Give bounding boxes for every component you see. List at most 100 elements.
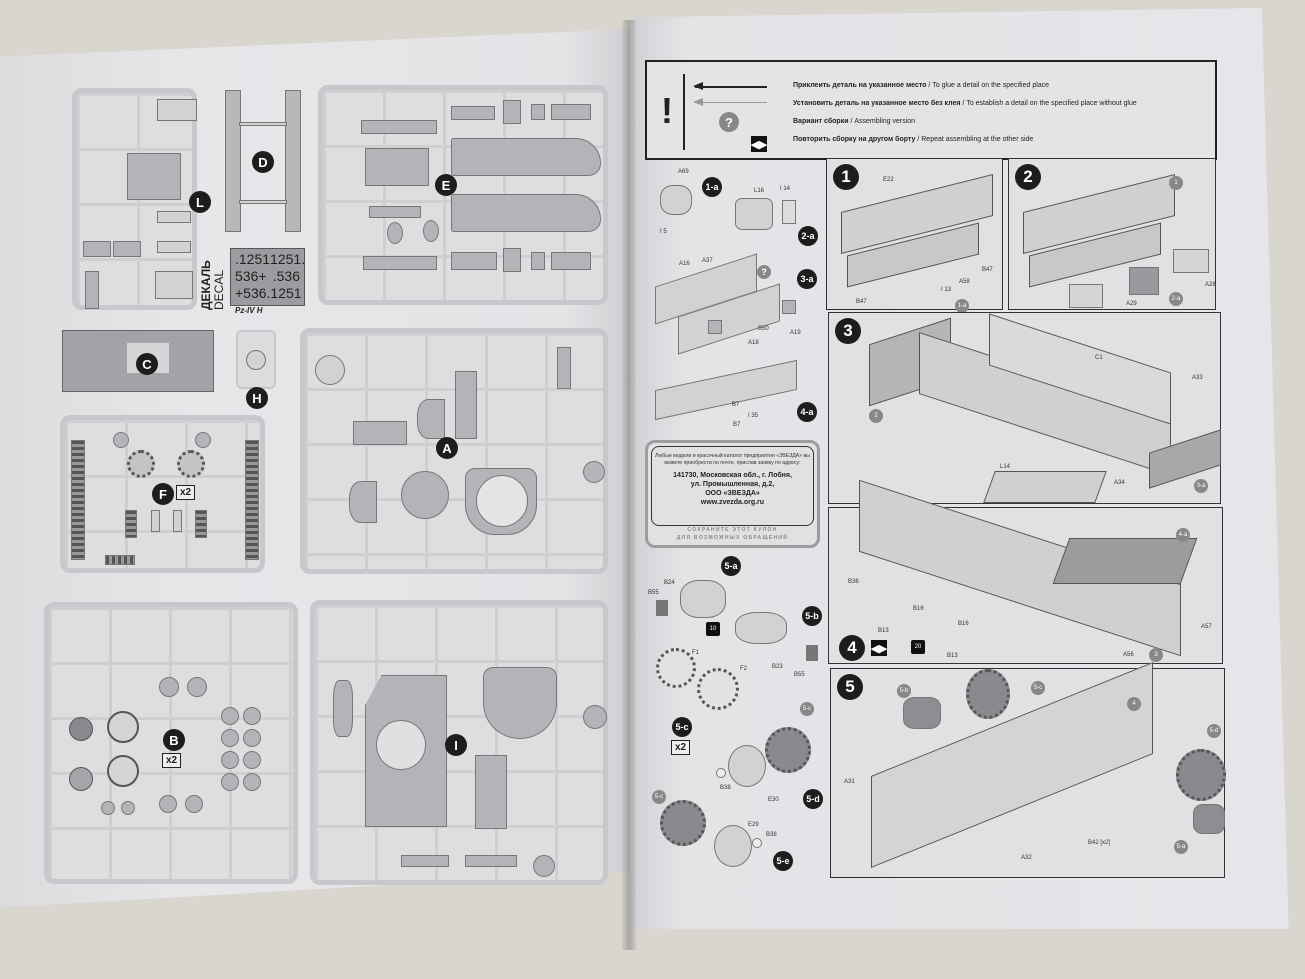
part-label: A28 <box>1205 282 1216 288</box>
part-2a-assembly <box>1129 267 1159 295</box>
ref-badge: 2 <box>869 409 883 423</box>
legend-item-variant: Вариант сборки / Assembling version <box>793 118 915 125</box>
ref-badge: 5-b <box>897 684 911 698</box>
step-number: 3 <box>835 318 861 344</box>
decal-number: .1251 <box>266 285 302 301</box>
part-drawing <box>680 580 726 618</box>
part-label: L16 <box>754 188 765 194</box>
part-drawing <box>806 645 818 661</box>
step-5-panel: 5 5-b 5-c 4 5-d 5-a A31 B42 [x2] A32 <box>830 662 1226 878</box>
part-label: A19 <box>790 330 801 336</box>
part-F5 <box>173 510 182 532</box>
part-label: B38 <box>766 832 777 838</box>
part-B26 <box>243 707 261 725</box>
part-label: B50 <box>758 326 769 332</box>
decal-title-en: DECAL <box>212 269 226 310</box>
legend-ru: Повторить сборку на другом борту <box>793 136 916 143</box>
decal-number: 536+ <box>235 268 267 284</box>
part-drawing <box>735 198 773 230</box>
part-label: B38 <box>720 785 731 791</box>
part-label: A33 <box>1192 375 1203 381</box>
paint-ref-badge: 10 <box>706 622 720 636</box>
part-label: B16 <box>958 621 969 627</box>
sprue-D <box>225 90 301 232</box>
part-label: E30 <box>768 797 779 803</box>
decal-product-name: Pz-IV H <box>235 306 263 315</box>
sprue-letter-C: C <box>136 353 158 375</box>
substep-badge: 5-e <box>773 851 793 871</box>
part-L21 <box>83 241 111 257</box>
part-label: B55 <box>648 590 659 596</box>
part-L19 <box>157 241 191 253</box>
part-L14 <box>127 153 181 200</box>
step-3-panel: 3 C1 A33 L14 A34 2 3-a <box>828 312 1221 504</box>
part-A45 <box>349 481 377 523</box>
coupon-note: СОХРАНИТЕ ЭТОТ КУПОН ДЛЯ ВОЗМОЖНЫХ ОБРАЩ… <box>648 526 817 542</box>
part-L22 <box>85 271 99 309</box>
part-E29 <box>387 222 403 244</box>
sprue-F <box>60 415 265 573</box>
part-A53 <box>465 468 537 535</box>
part-B26 <box>221 707 239 725</box>
decal-number: .536 <box>272 268 300 284</box>
part-A29 <box>1069 284 1103 308</box>
part-L18 <box>157 211 191 223</box>
mirror-icon: ◀▶ <box>871 640 887 656</box>
part-E16 <box>551 104 591 120</box>
part-label: E29 <box>748 822 759 828</box>
part-I22 <box>583 705 607 729</box>
part-F12 <box>195 432 211 448</box>
substep-badge: 5-d <box>803 789 823 809</box>
step-number: 5 <box>837 674 863 700</box>
sprue-L <box>72 88 197 310</box>
substep-badge: 5-a <box>721 556 741 576</box>
warning-exclamation-icon: ! <box>661 90 673 131</box>
part-B8 <box>243 751 261 769</box>
part-label: A69 <box>678 169 689 175</box>
part-I30 <box>401 855 449 867</box>
sprue-letter-A: A <box>436 437 458 459</box>
part-E49 <box>531 252 545 270</box>
part-F2 <box>177 450 205 478</box>
part-label: E22 <box>883 177 894 183</box>
part-I27 <box>365 675 447 827</box>
substep-badge: 5-b <box>802 606 822 626</box>
part-I35 <box>475 755 507 829</box>
decal-title-ru: ДЕКАЛЬ <box>199 260 213 310</box>
part-label: B7 <box>733 422 741 428</box>
part-F7 <box>125 510 137 538</box>
multiplier-badge: x2 <box>671 740 691 755</box>
sprue-letter-D: D <box>252 151 274 173</box>
part-E39 <box>363 256 437 270</box>
part-L27 <box>155 271 193 299</box>
sprue-letter-E: E <box>435 174 457 196</box>
part-E50 <box>551 252 591 270</box>
step-4-panel: B36 B16 B13 B16 B13 A56 A57 4-a 3 20 4 ◀… <box>828 479 1223 664</box>
separator: / <box>926 82 933 89</box>
ref-badge: 5-c <box>1031 681 1045 695</box>
part-label: A34 <box>1114 480 1125 486</box>
part-label: L14 <box>1000 464 1011 470</box>
part-label: I 13 <box>941 287 952 293</box>
part-B8 <box>243 773 261 791</box>
part-drawing <box>708 320 722 334</box>
legend-ru: Вариант сборки <box>793 118 849 125</box>
hollow-arrow-icon <box>693 98 767 106</box>
ref-badge: 3-a <box>1194 479 1208 493</box>
part-label: I 5 <box>660 229 667 235</box>
part-label: B36 <box>848 579 859 585</box>
ref-badge: 5-c <box>800 702 814 716</box>
sprocket-assembly <box>660 800 706 846</box>
part-label: B7 <box>732 402 740 408</box>
part-A62 <box>583 461 605 483</box>
part-E48 <box>503 248 521 272</box>
ref-badge: 1 <box>1169 176 1183 190</box>
part-F9 <box>71 440 85 560</box>
part-A23 <box>557 347 571 389</box>
part-B26 <box>221 729 239 747</box>
part-F8 <box>105 555 135 565</box>
step-number: 2 <box>1015 164 1041 190</box>
substep-badge: 4-a <box>797 402 817 422</box>
